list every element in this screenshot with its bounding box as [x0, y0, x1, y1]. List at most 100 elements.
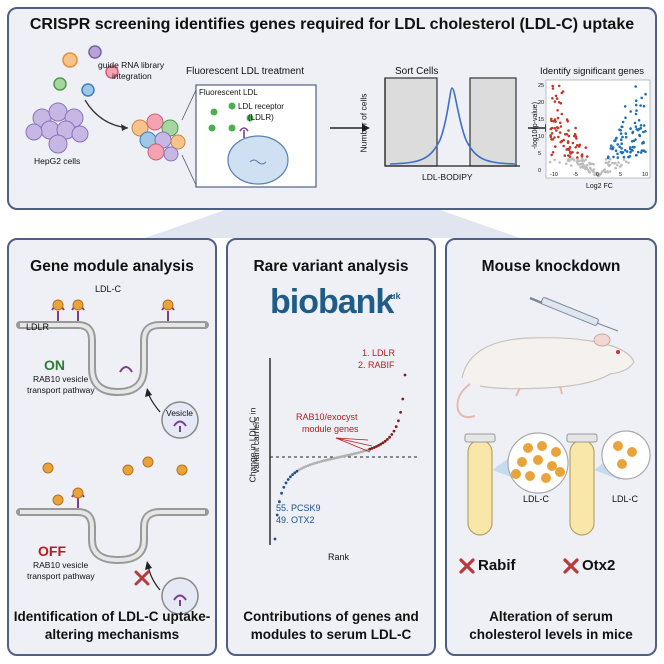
volcano-xtick: -5 — [573, 172, 578, 178]
volcano-point — [551, 87, 555, 90]
volcano-point — [564, 162, 568, 165]
volcano-point — [644, 130, 647, 133]
volcano-point — [548, 160, 552, 164]
rank-point — [315, 461, 319, 464]
ldl-particle — [547, 461, 557, 471]
volcano-point — [638, 134, 642, 138]
volcano-point — [606, 170, 609, 173]
volcano-point — [561, 90, 565, 93]
volcano-point — [614, 137, 618, 140]
volcano-point — [559, 125, 563, 128]
volcano-point — [620, 147, 623, 150]
rank-point — [326, 458, 330, 462]
volcano-point — [554, 120, 557, 123]
bottom-gene-2: 49. OTX2 — [276, 515, 315, 525]
volcano-point — [568, 155, 572, 158]
volcano-point — [630, 140, 634, 143]
volcano-point — [562, 144, 565, 148]
volcano-point — [557, 101, 561, 104]
volcano-xtick: -10 — [550, 172, 558, 178]
volcano-point — [637, 119, 641, 122]
volcano-point — [634, 125, 638, 128]
volcano-point — [560, 139, 564, 143]
volcano-point — [631, 131, 634, 135]
volcano-point — [622, 158, 626, 162]
volcano-point — [642, 130, 645, 134]
volcano-point — [628, 155, 632, 158]
volcano-point — [584, 167, 587, 171]
volcano-point — [624, 116, 627, 119]
volcano-point — [555, 126, 559, 129]
ldl-particle — [613, 441, 623, 451]
rank-point — [291, 473, 294, 476]
volcano-point — [619, 132, 623, 135]
volcano-point — [612, 155, 615, 159]
on-label: ON — [44, 357, 65, 373]
volcano-point — [644, 150, 647, 153]
volcano-point — [566, 141, 570, 144]
rank-point — [300, 467, 303, 470]
gene-module-panel — [7, 238, 217, 656]
volcano-point — [556, 109, 559, 112]
ldl-particle — [617, 459, 627, 469]
ldl-particles-otx2 — [613, 441, 637, 469]
volcano-point — [551, 97, 554, 100]
rare-variant-conclusion-2: modules to serum LDL-C — [250, 627, 412, 642]
rank-point — [273, 537, 277, 541]
volcano-point — [614, 149, 618, 152]
rank-point — [377, 444, 380, 447]
volcano-point — [634, 85, 637, 88]
guide-rna-label-1: guide RNA library — [98, 60, 165, 70]
volcano-point — [609, 147, 613, 150]
rank-point — [388, 435, 391, 439]
rank-point — [348, 453, 352, 457]
volcano-point — [559, 121, 562, 125]
off-caption-2: transport pathway — [27, 571, 95, 581]
vesicle-label: Vesicle — [166, 408, 193, 418]
volcano-point — [567, 157, 570, 161]
volcano-point — [616, 156, 620, 159]
volcano-point — [608, 170, 612, 173]
bottom-gene-1: 55. PCSK9 — [276, 503, 321, 513]
volcano-ytick: 5 — [538, 151, 542, 157]
rank-point — [403, 373, 407, 377]
rank-point — [392, 429, 396, 433]
biobank-logo: biobank — [270, 283, 394, 321]
rank-point — [289, 475, 292, 479]
volcano-point — [619, 150, 623, 154]
volcano-point — [638, 127, 641, 131]
volcano-point — [575, 137, 578, 140]
rank-xlabel: Rank — [328, 552, 350, 562]
volcano-point — [582, 159, 586, 163]
volcano-point — [550, 132, 554, 135]
volcano-point — [573, 134, 576, 138]
volcano-point — [549, 135, 553, 139]
volcano-point — [624, 132, 628, 135]
hepg2-cells — [25, 102, 89, 154]
volcano-point — [580, 153, 584, 156]
ldl-particle — [627, 447, 637, 457]
ldl-particle — [517, 457, 527, 467]
volcano-point — [635, 153, 638, 157]
volcano-point — [635, 128, 638, 131]
transduced-cells — [131, 113, 186, 162]
volcano-point — [621, 125, 624, 129]
volcano-point — [618, 145, 621, 148]
volcano-point — [621, 135, 624, 139]
volcano-point — [556, 116, 560, 120]
volcano-point — [568, 146, 572, 149]
volcano-point — [609, 157, 612, 161]
rare-variant-panel — [226, 238, 436, 656]
rank-point — [383, 439, 387, 443]
volcano-point — [603, 168, 606, 171]
volcano-point — [607, 155, 610, 158]
volcano-point — [554, 94, 558, 98]
rank-point — [341, 454, 345, 458]
volcano-point — [563, 154, 567, 157]
volcano-point — [619, 165, 622, 168]
rank-point — [280, 491, 283, 495]
ldl-particle — [523, 443, 533, 453]
volcano-point — [578, 143, 582, 147]
ldl-particle — [537, 441, 547, 451]
fluor-ldl-label: Fluorescent LDL — [199, 88, 258, 97]
